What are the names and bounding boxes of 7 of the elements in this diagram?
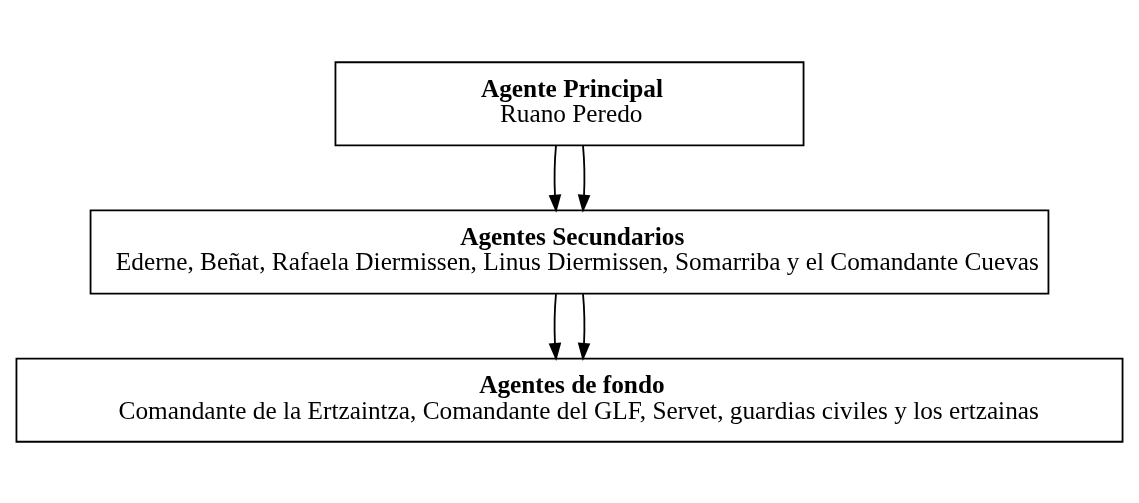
node-box: Agentes Secundarios Ederne, Beñat, Rafaela Diermissen, Linus Diermissen, Somarriba y el Comandante Cuevas <box>89 209 1050 294</box>
arrow <box>577 292 591 361</box>
node-box: Agente Principal Ruano Peredo <box>334 60 805 146</box>
arrow <box>548 144 562 213</box>
arrow <box>548 292 562 361</box>
arrow <box>577 144 591 213</box>
node-box: Agentes de fondo Comandante de la Ertzaintza, Comandante del GLF, Servet, guardias civiles y los ertzainas <box>15 357 1124 443</box>
